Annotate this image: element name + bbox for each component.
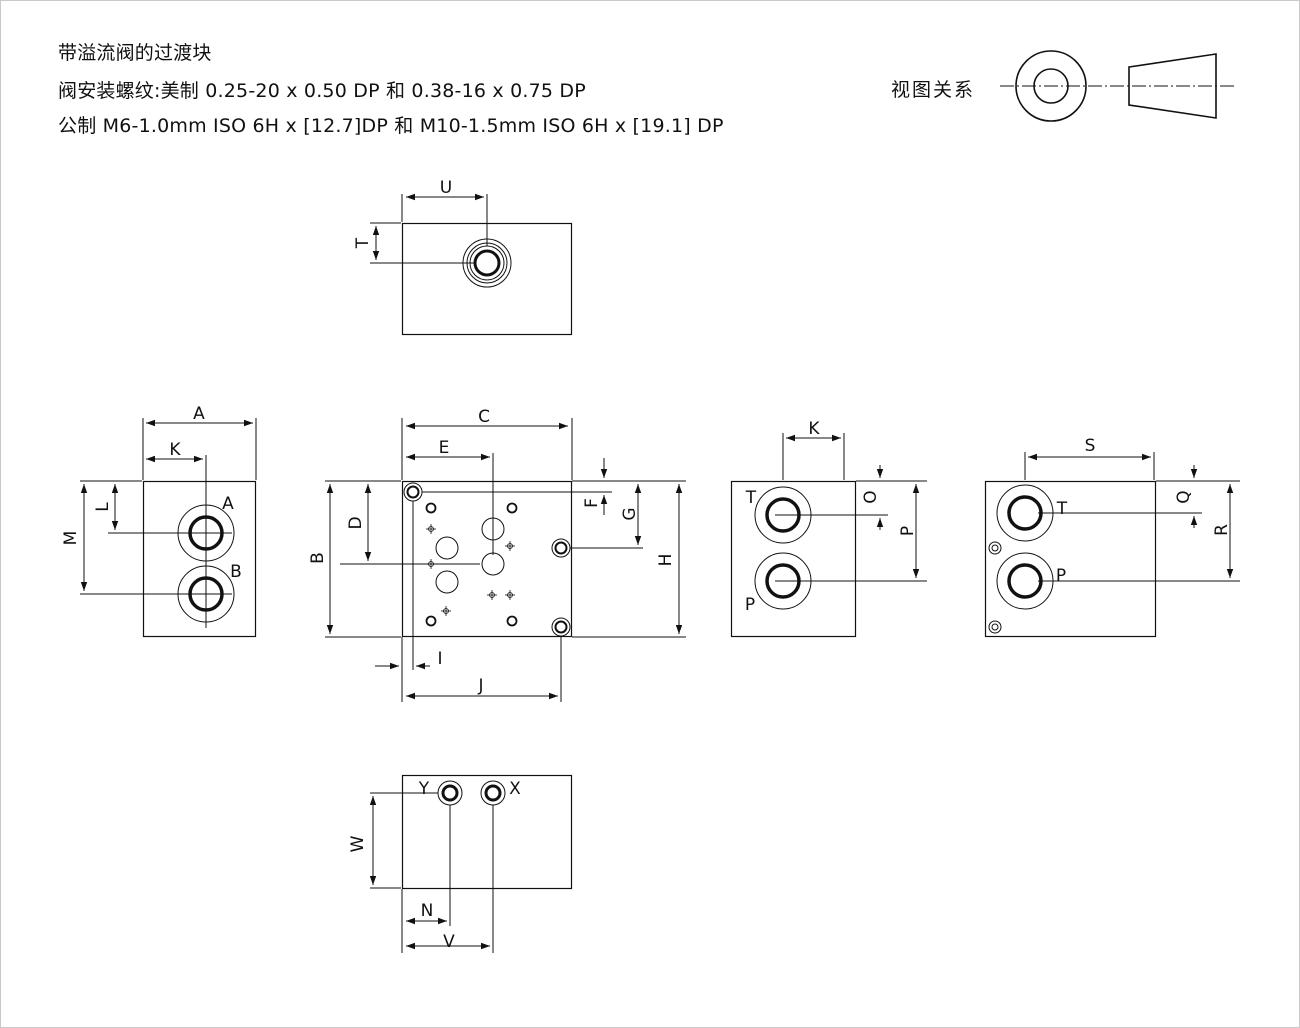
dimension-labels: U T A K L M C E B D F G H I J K O P S Q …: [61, 178, 1232, 952]
dim-P: P: [898, 526, 918, 536]
dim-K-left: K: [169, 440, 181, 460]
dim-A: A: [193, 404, 205, 424]
thread-spec-us: 阀安装螺纹:美制 0.25-20 x 0.50 DP 和 0.38-16 x 0…: [58, 80, 586, 102]
dim-B: B: [308, 552, 328, 564]
dim-E: E: [439, 438, 450, 458]
port-B: B: [230, 562, 242, 582]
port-X: X: [509, 779, 521, 799]
dim-G: G: [620, 507, 640, 520]
dim-W: W: [348, 835, 368, 852]
dim-D: D: [346, 516, 366, 529]
port-P-back: P: [1056, 566, 1066, 586]
dim-U: U: [440, 178, 452, 198]
dim-T: T: [353, 237, 373, 249]
view-relation-label: 视图关系: [891, 79, 976, 101]
top-view: [370, 193, 573, 336]
port-Y: Y: [418, 779, 430, 799]
left-view: [80, 418, 257, 638]
dim-I: I: [437, 649, 442, 669]
dim-C: C: [478, 407, 490, 427]
port-T-back: T: [1056, 499, 1068, 519]
dim-H: H: [656, 554, 676, 567]
dim-M: M: [61, 531, 81, 546]
dim-S: S: [1085, 436, 1096, 456]
thread-spec-metric: 公制 M6-1.0mm ISO 6H x [12.7]DP 和 M10-1.5m…: [58, 115, 724, 137]
dim-V: V: [443, 932, 455, 952]
dim-L: L: [93, 502, 113, 512]
bottom-view: [369, 774, 573, 953]
port-P-right: P: [745, 595, 755, 615]
front-view: [325, 418, 686, 702]
port-labels: A B T P T P Y X: [222, 488, 1068, 799]
port-T-right: T: [745, 488, 757, 508]
view-relation-symbol: [1000, 50, 1236, 122]
right-view: [730, 433, 927, 638]
dim-K-right: K: [808, 419, 820, 439]
dim-F: F: [582, 498, 602, 508]
dim-R: R: [1212, 524, 1232, 536]
port-A: A: [222, 494, 234, 514]
dim-J: J: [477, 676, 483, 696]
drawing-title: 带溢流阀的过渡块: [58, 42, 212, 64]
dim-O: O: [861, 490, 881, 503]
dim-Q: Q: [1174, 490, 1194, 503]
back-view: [984, 452, 1240, 638]
dim-N: N: [421, 901, 434, 921]
